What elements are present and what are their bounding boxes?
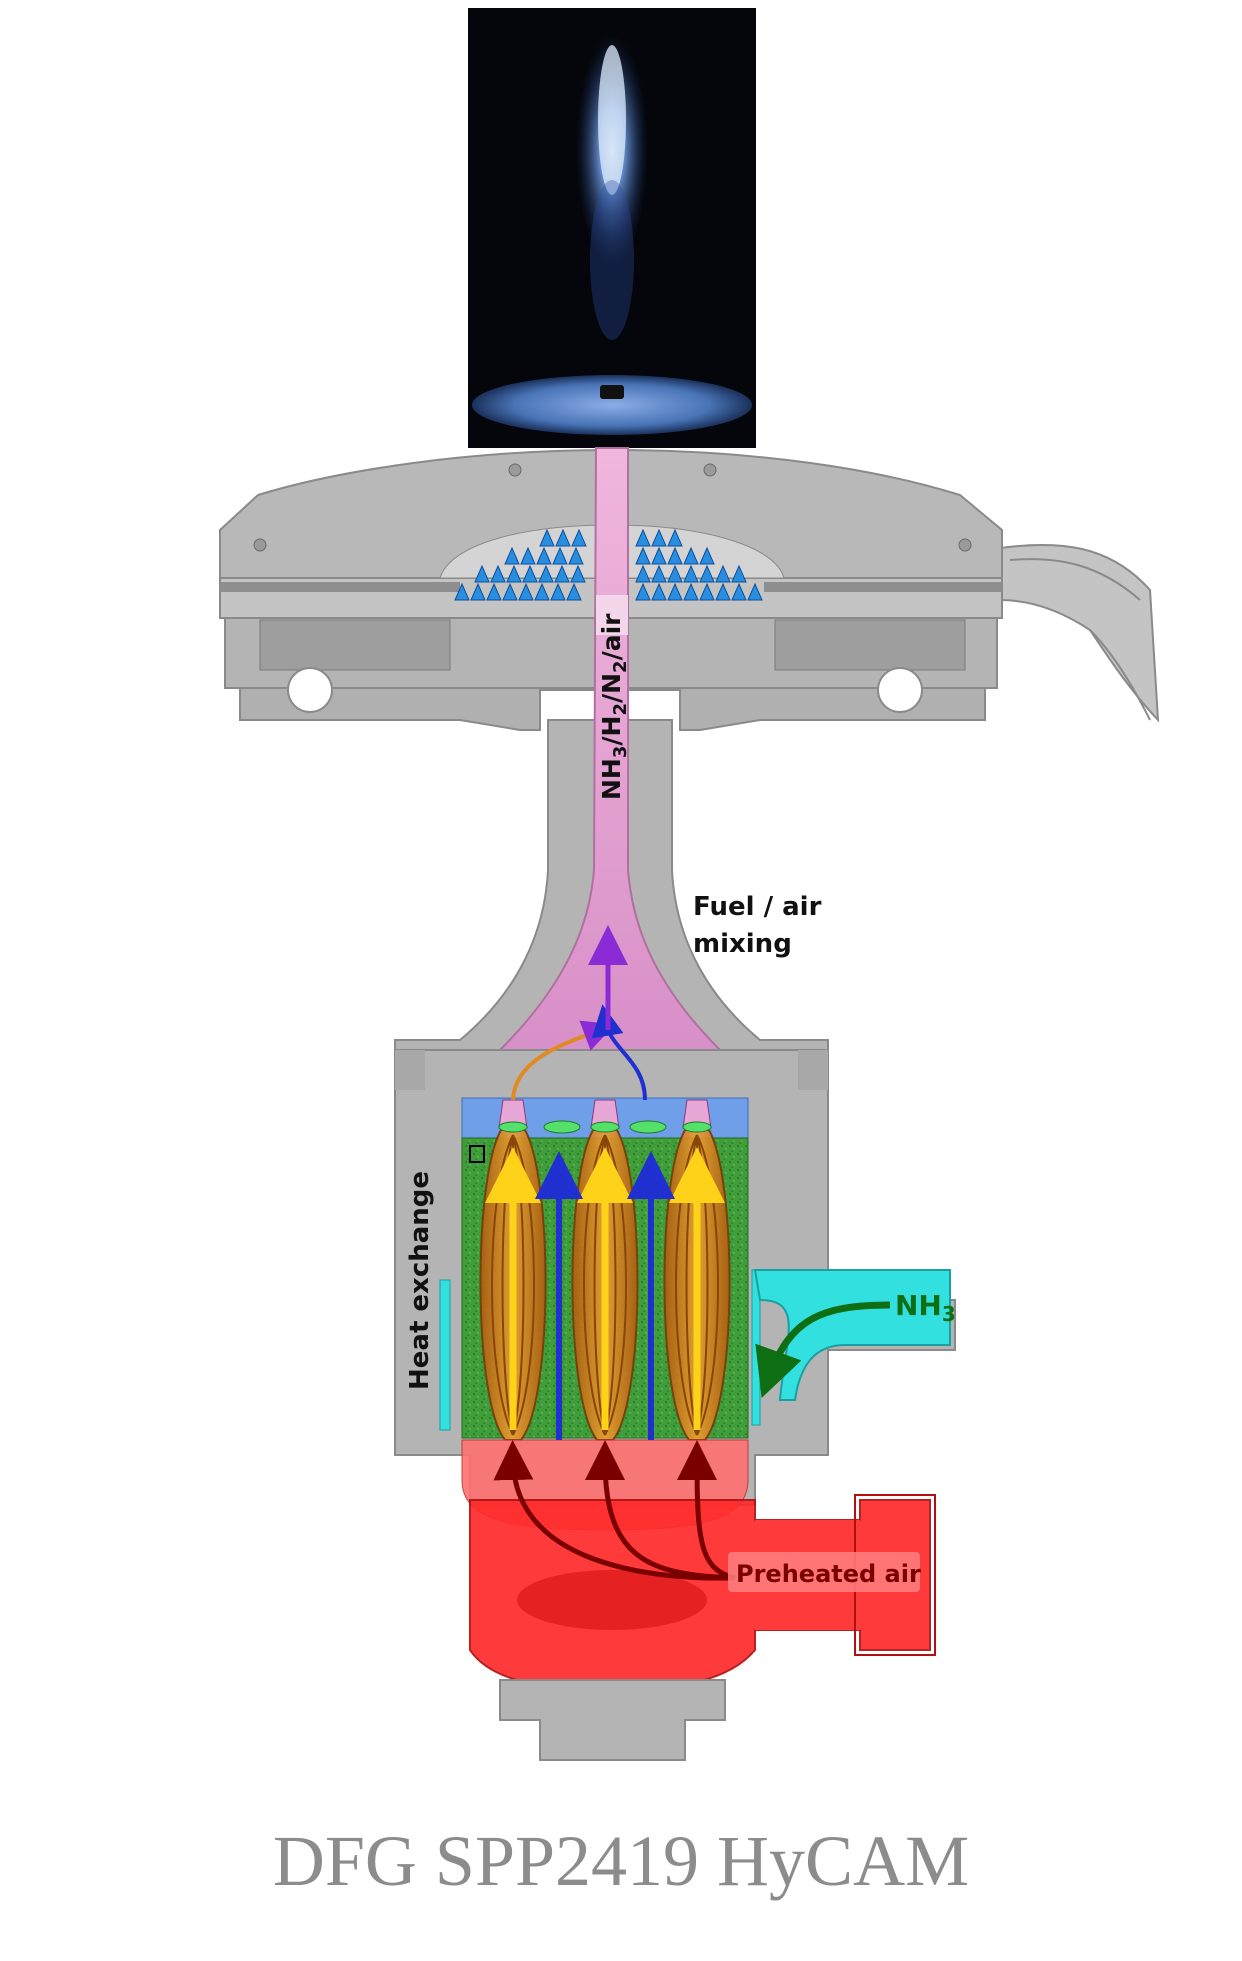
air-flow-arrow xyxy=(677,1440,736,1581)
swirler-cone xyxy=(715,582,731,601)
swirler-cone xyxy=(518,582,534,601)
swirler-cone xyxy=(667,528,683,547)
swirler-cone xyxy=(683,582,699,601)
swirler-cone-array xyxy=(454,528,763,601)
swirler-cone xyxy=(506,564,522,583)
swirler-cone xyxy=(555,528,571,547)
swirler-cone xyxy=(667,564,683,583)
swirler-cone xyxy=(470,582,486,601)
injector-rings xyxy=(498,1120,712,1134)
swirler-cone xyxy=(635,528,651,547)
swirler-cone xyxy=(635,564,651,583)
caption: DFG SPP2419 HyCAM xyxy=(273,1821,969,1901)
heat-exchange-label: Heat exchange xyxy=(405,1171,435,1390)
flame-photo xyxy=(468,8,756,448)
swirler-cone xyxy=(570,564,586,583)
swirler-cone xyxy=(683,564,699,583)
swirler-cone xyxy=(568,546,584,565)
nh3-label: NH3 xyxy=(895,1289,956,1326)
swirler-cone xyxy=(571,528,587,547)
swirler-cone xyxy=(538,564,554,583)
swirler-cone xyxy=(504,546,520,565)
preheated-air-badge xyxy=(728,1552,920,1592)
swirler-cone xyxy=(536,546,552,565)
swirler-cone xyxy=(699,564,715,583)
swirler-cone xyxy=(539,528,555,547)
mixing-flow-arrow xyxy=(511,1020,615,1101)
swirler-cone xyxy=(534,582,550,601)
fuel-air-label-line1: Fuel / air xyxy=(693,892,822,922)
swirler-cone xyxy=(550,582,566,601)
air-flow-arrow xyxy=(585,1440,736,1581)
swirler-cone xyxy=(731,582,747,601)
swirler-cone xyxy=(474,564,490,583)
swirler-cone xyxy=(667,546,683,565)
swirler-cone xyxy=(490,564,506,583)
swirler-cone xyxy=(454,582,470,601)
swirler-cone xyxy=(651,546,667,565)
mixture-formula-label: NH3/H2/N2/air xyxy=(597,613,631,800)
swirler-cone xyxy=(635,582,651,601)
swirler-cone xyxy=(522,564,538,583)
swirler-cone xyxy=(651,564,667,583)
swirler-cone xyxy=(520,546,536,565)
swirler-cone xyxy=(683,546,699,565)
preheated-air-label: Preheated air xyxy=(736,1560,921,1588)
swirler-cone xyxy=(552,546,568,565)
swirler-cone xyxy=(651,582,667,601)
flow-arrows xyxy=(485,925,736,1581)
swirler-cone xyxy=(747,582,763,601)
swirler-cone xyxy=(667,582,683,601)
swirler-cone xyxy=(699,582,715,601)
swirler-cone xyxy=(486,582,502,601)
swirler-cone xyxy=(566,582,582,601)
swirler-cone xyxy=(635,546,651,565)
swirler-cone xyxy=(651,528,667,547)
swirler-cone xyxy=(731,564,747,583)
swirler-cone xyxy=(554,564,570,583)
swirler-cone xyxy=(502,582,518,601)
ammonia-inlet-pipe xyxy=(753,1269,951,1401)
swirler-cone xyxy=(715,564,731,583)
fuel-air-label-line2: mixing xyxy=(693,929,792,959)
swirler-cone xyxy=(699,546,715,565)
